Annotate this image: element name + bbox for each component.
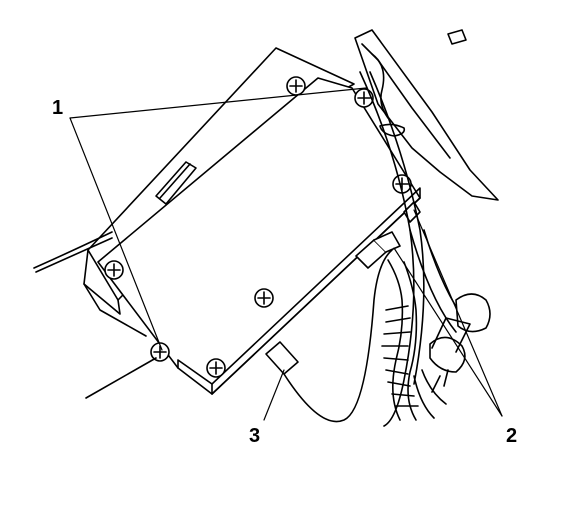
left-lead-wire bbox=[33, 231, 113, 269]
module-label-tab bbox=[155, 161, 197, 205]
wiring-harness bbox=[359, 53, 491, 427]
leader-2b bbox=[393, 247, 503, 417]
screw-bottom-left bbox=[150, 342, 170, 362]
screw-center bbox=[254, 288, 274, 308]
leader-lines bbox=[69, 87, 503, 421]
callout-3: 3 bbox=[249, 425, 261, 447]
screw-bottom bbox=[206, 358, 226, 378]
module-housing bbox=[97, 77, 421, 395]
leader-2a bbox=[413, 209, 503, 417]
lower-left-lead bbox=[85, 357, 157, 399]
screw-left bbox=[104, 260, 124, 280]
leader-3 bbox=[263, 369, 285, 421]
leader-1b bbox=[69, 117, 163, 351]
mounting-bracket bbox=[354, 29, 499, 201]
callout-1: 1 bbox=[52, 97, 64, 119]
screw-top-right bbox=[354, 88, 374, 108]
callout-2: 2 bbox=[506, 425, 518, 447]
right-connectors bbox=[355, 201, 421, 269]
screw-top bbox=[286, 76, 306, 96]
bottom-connector bbox=[265, 249, 393, 423]
leader-1a bbox=[69, 87, 367, 119]
